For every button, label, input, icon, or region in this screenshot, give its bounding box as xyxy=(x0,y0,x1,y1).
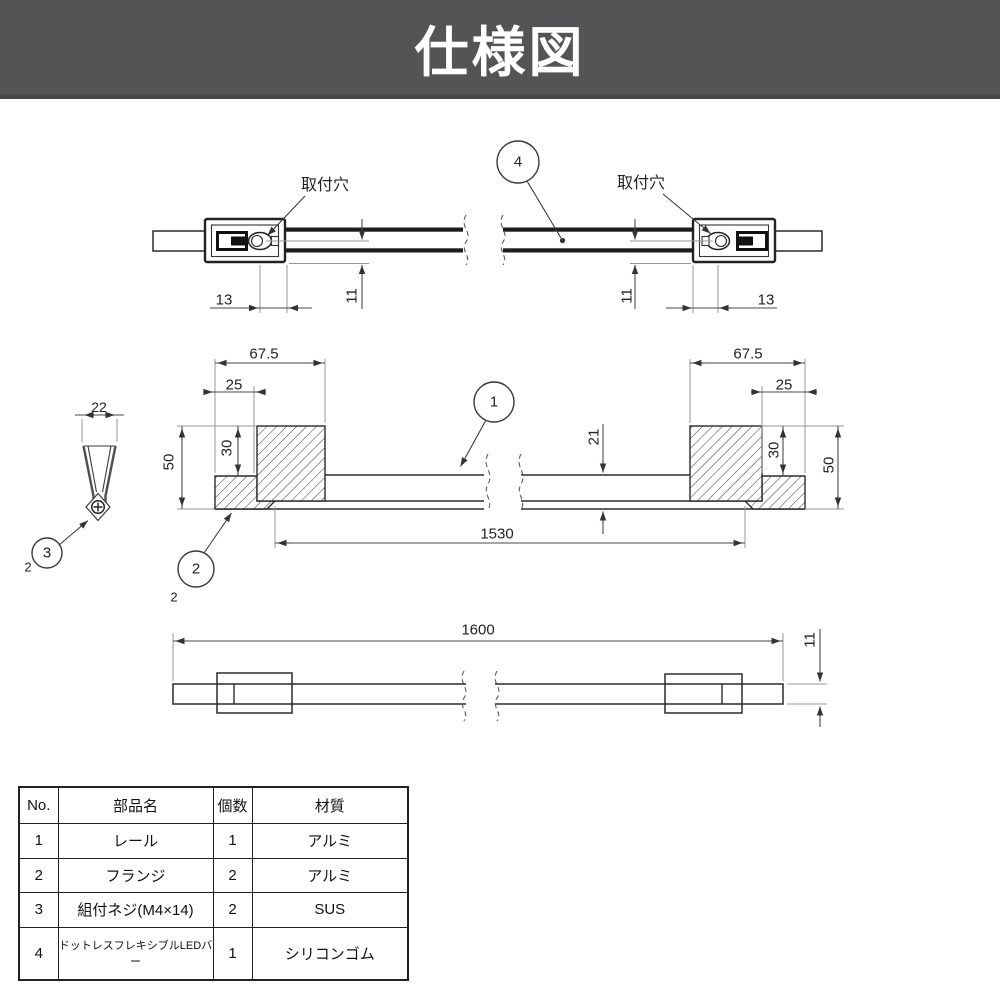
dim-21: 21 xyxy=(585,428,603,446)
qty-label-balloon-3: 2 xyxy=(24,559,32,575)
cell-name: 組付ネジ(M4×14) xyxy=(57,892,214,928)
cell-qty: 2 xyxy=(212,857,253,894)
dim-1600: 1600 xyxy=(461,621,495,639)
col-header-no: No. xyxy=(18,786,59,824)
table-row: 1 レール 1 アルミ xyxy=(18,823,409,859)
balloon-4: 4 xyxy=(513,153,523,171)
dim-13-right: 13 xyxy=(757,291,775,309)
col-header-material: 材質 xyxy=(251,786,409,824)
dim-13-left: 13 xyxy=(215,291,233,309)
col-header-qty: 個数 xyxy=(212,786,253,824)
col-header-name: 部品名 xyxy=(57,786,214,824)
dim-11-right: 11 xyxy=(618,288,636,304)
table-row: 4 ドットレスフレキシブルLEDバー 1 シリコンゴム xyxy=(18,926,409,981)
dim-25-right: 25 xyxy=(775,376,793,394)
dim-50-left: 50 xyxy=(160,453,178,471)
table-row: 3 組付ネジ(M4×14) 2 SUS xyxy=(18,892,409,928)
cell-no: 1 xyxy=(18,823,59,859)
cell-material: シリコンゴム xyxy=(251,926,409,981)
table-header-row: No. 部品名 個数 材質 xyxy=(18,786,409,824)
bottom-view xyxy=(172,629,827,727)
cell-material: アルミ xyxy=(251,823,409,859)
cell-name: レール xyxy=(57,823,214,859)
cell-name: フランジ xyxy=(57,857,214,894)
cell-qty: 1 xyxy=(212,823,253,859)
cell-no: 2 xyxy=(18,857,59,894)
mounting-hole-label-right: 取付穴 xyxy=(616,175,666,192)
cell-material: SUS xyxy=(251,892,409,928)
front-view xyxy=(31,359,844,588)
cell-no: 4 xyxy=(18,926,59,981)
page-title: 仕様図 xyxy=(414,23,586,83)
dim-22: 22 xyxy=(91,399,107,415)
header-bar: 仕様図 xyxy=(0,0,1000,99)
cell-material: アルミ xyxy=(251,857,409,894)
dim-11-bottom: 11 xyxy=(801,632,819,648)
mounting-hole-label-left: 取付穴 xyxy=(300,177,350,194)
cell-qty: 2 xyxy=(212,892,253,928)
dim-1530: 1530 xyxy=(480,525,514,543)
balloon-1: 1 xyxy=(489,393,499,411)
table-row: 2 フランジ 2 アルミ xyxy=(18,857,409,894)
dim-50-right: 50 xyxy=(820,456,838,474)
dim-30-right: 30 xyxy=(765,441,783,459)
top-view xyxy=(152,140,823,313)
parts-table: No. 部品名 個数 材質 1 レール 1 アルミ 2 フランジ 2 アルミ 3… xyxy=(18,786,409,981)
dim-67-5-left: 67.5 xyxy=(249,345,279,363)
cell-no: 3 xyxy=(18,892,59,928)
dim-25-left: 25 xyxy=(225,376,243,394)
balloon-2: 2 xyxy=(191,560,201,578)
cell-name: ドットレスフレキシブルLEDバー xyxy=(57,926,214,981)
cell-qty: 1 xyxy=(212,926,253,981)
balloon-3: 3 xyxy=(42,544,52,562)
dim-67-5-right: 67.5 xyxy=(733,345,763,363)
qty-label-balloon-2: 2 xyxy=(170,589,178,605)
dim-11-left: 11 xyxy=(343,288,361,304)
dim-30-left: 30 xyxy=(218,439,236,457)
